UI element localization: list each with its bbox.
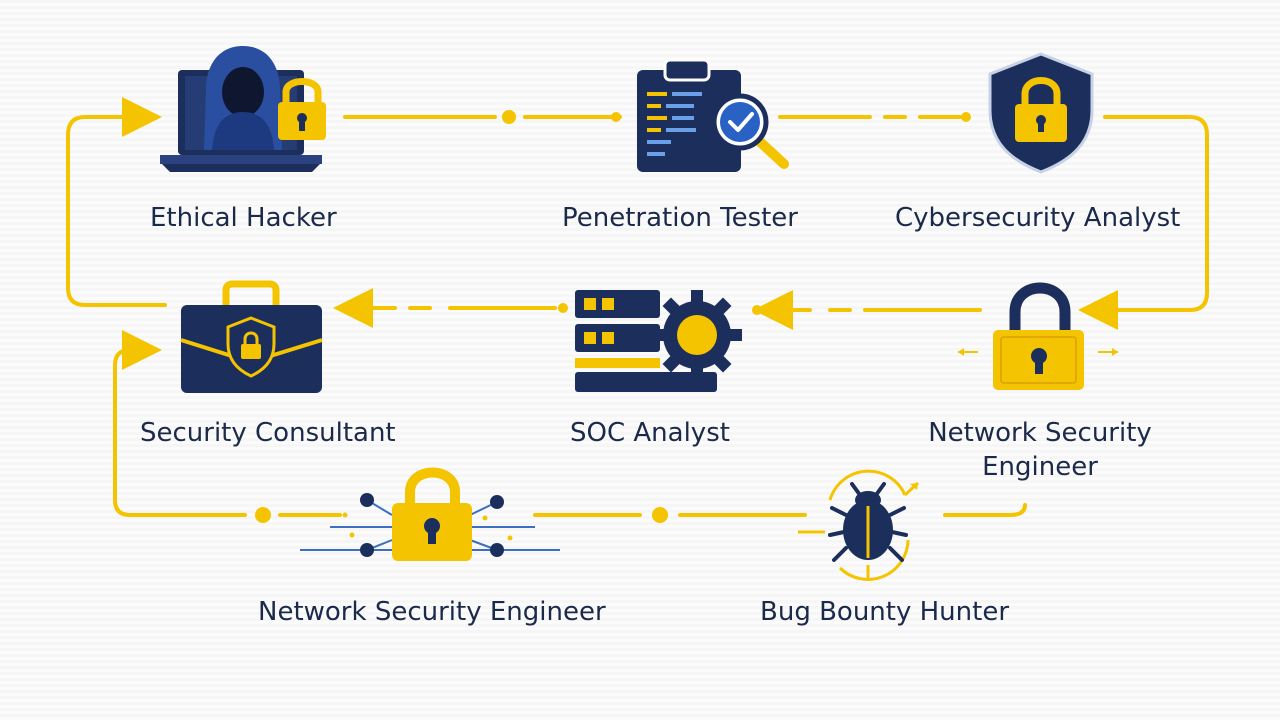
role-label-bug-bounty-hunter: Bug Bounty Hunter [760,597,1010,627]
hooded-hacker-laptop-lock-icon [160,46,326,172]
connector-dots [255,110,971,523]
connector-dot [502,110,516,124]
connector-dot [652,507,668,523]
connector-dot [961,112,971,122]
padlock-arrows-icon [958,282,1118,390]
connector-dot [752,305,762,315]
role-label-soc-analyst: SOC Analyst [570,418,730,448]
connector-network-to-bug [533,503,1027,517]
connector-dot [255,507,271,523]
bug-target-icon [798,469,920,581]
role-label-ethical-hacker: Ethical Hacker [150,203,337,233]
role-label-network-security-engineer: Network Security Engineer [258,597,606,627]
server-gear-icon [575,290,742,392]
role-label-line-1: Network Security [928,418,1152,448]
clipboard-magnifier-check-icon [637,58,789,172]
connector-analyst-to-network-engineer [1078,115,1209,330]
connector-dot [558,303,568,313]
briefcase-shield-icon [180,280,323,393]
role-label-line-2: Engineer [982,452,1098,482]
connector-dot [611,112,621,122]
connector-consultant-to-hacker [66,97,167,307]
padlock-network-icon [300,467,560,561]
connector-row3-to-consultant [113,330,247,517]
role-label-security-consultant: Security Consultant [140,418,396,448]
shield-lock-icon [988,52,1094,174]
role-label-penetration-tester: Penetration Tester [562,203,798,233]
role-label-cybersecurity-analyst: Cybersecurity Analyst [895,203,1181,233]
role-label-network-security-engineer-top: Network Security Engineer [915,416,1165,484]
